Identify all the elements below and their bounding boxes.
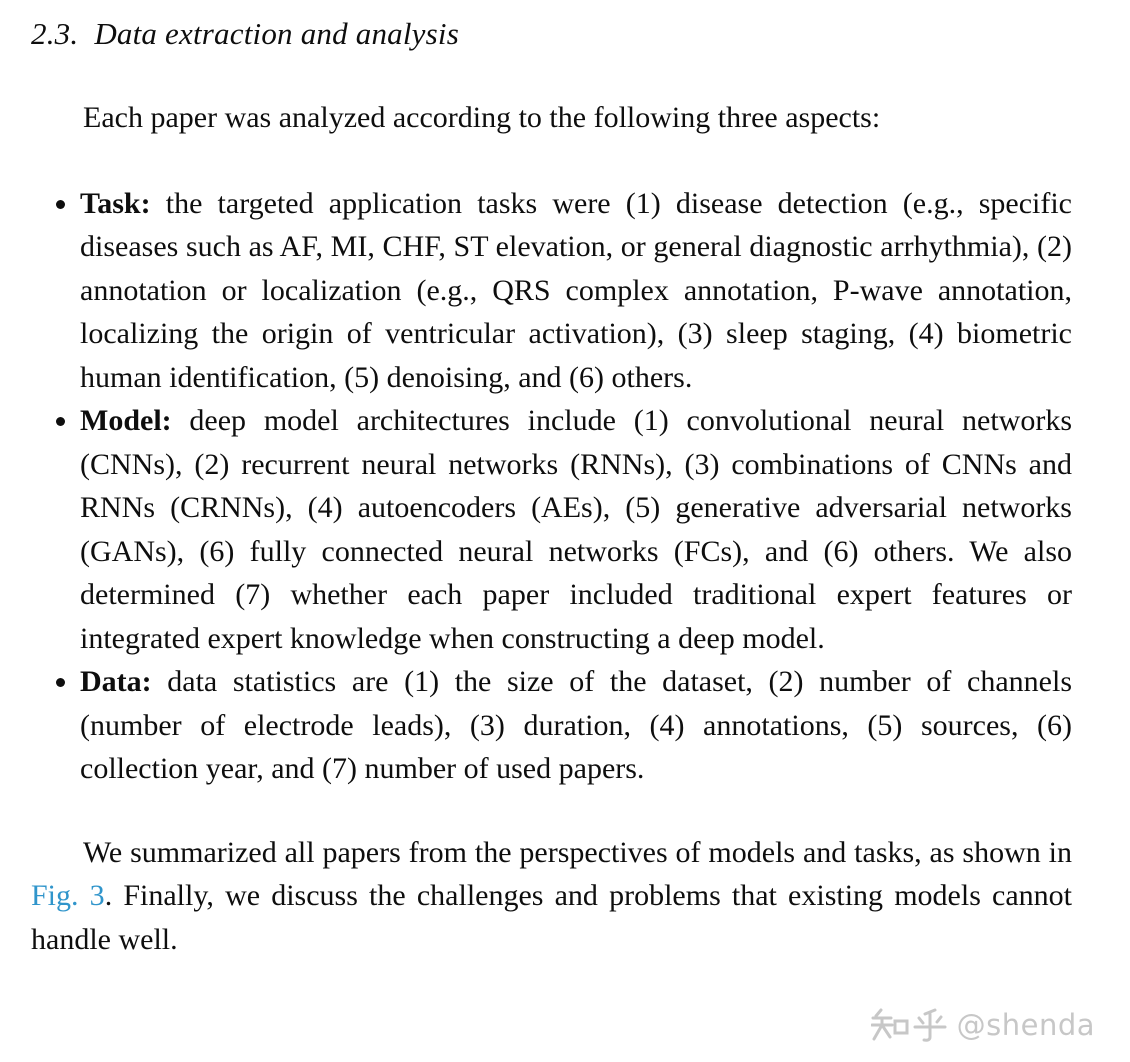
list-item-data: Data: data statistics are (1) the size o… (80, 660, 1072, 791)
intro-paragraph: Each paper was analyzed according to the… (83, 101, 881, 134)
watermark-handle: @shenda (956, 1008, 1095, 1042)
watermark: @shenda (870, 1008, 1095, 1042)
section-number: 2.3. (31, 16, 79, 51)
task-term: Task: (80, 186, 151, 220)
aspects-list: Task: the targeted application tasks wer… (31, 182, 1072, 791)
closing-text-after: . Finally, we discuss the challenges and… (31, 879, 1072, 956)
fig3-link[interactable]: Fig. 3 (31, 879, 105, 912)
section-heading: 2.3. Data extraction and analysis (31, 16, 1072, 52)
model-term: Model: (80, 404, 172, 437)
data-text: data statistics are (1) the size of the … (80, 665, 1072, 785)
data-term: Data: (80, 665, 152, 698)
list-item-model: Model: deep model architectures include … (80, 399, 1072, 660)
zhihu-logo-icon (870, 1008, 947, 1042)
list-item-task: Task: the targeted application tasks wer… (80, 182, 1072, 400)
closing-text-before: We summarized all papers from the perspe… (83, 835, 1072, 869)
model-text: deep model architectures include (1) con… (80, 404, 1072, 655)
section-title: Data extraction and analysis (94, 16, 459, 51)
task-text: the targeted application tasks were (1) … (80, 186, 1072, 394)
closing-paragraph: We summarized all papers from the perspe… (31, 831, 1072, 962)
